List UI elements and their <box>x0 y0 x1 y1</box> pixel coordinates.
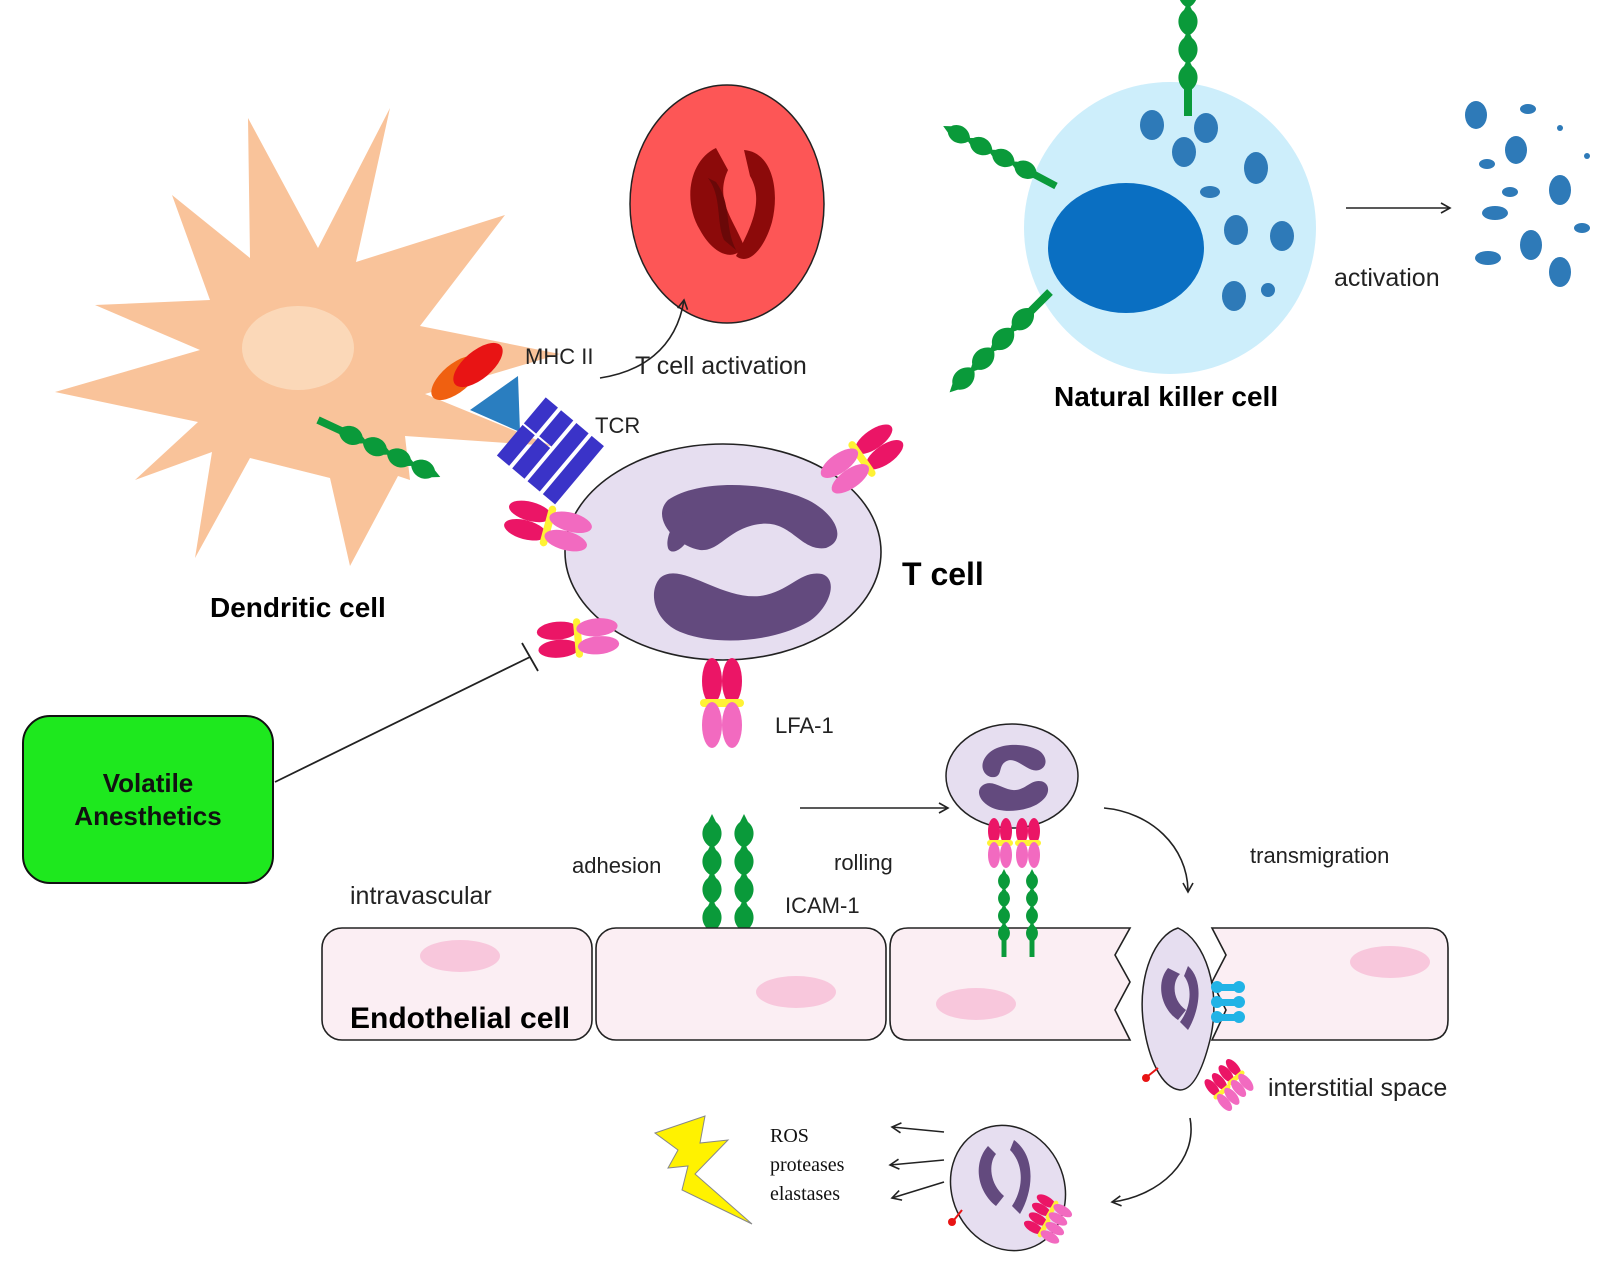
t-cell <box>564 443 882 661</box>
transmigration-label: transmigration <box>1250 843 1390 868</box>
endothelium <box>321 927 1449 1041</box>
intravascular-label: intravascular <box>350 882 492 910</box>
proteases-label: proteases <box>770 1154 845 1176</box>
ros-label: ROS <box>770 1125 809 1147</box>
elastases-label: elastases <box>770 1183 840 1205</box>
inhibited-integrin <box>535 614 621 662</box>
t-cell-activation-arrow <box>599 298 689 379</box>
natural-killer-cell-label: Natural killer cell <box>1054 381 1279 412</box>
interstitial-arrow <box>1110 1117 1192 1207</box>
rolling-cell <box>945 723 1079 957</box>
adhesion-label: adhesion <box>572 853 662 878</box>
lfa1-icam1-stack <box>700 658 754 956</box>
interstitial-space-label: interstitial space <box>1268 1074 1448 1102</box>
dendritic-cell-label: Dendritic cell <box>210 592 386 623</box>
lfa1-label: LFA-1 <box>775 713 834 738</box>
t-cell-label: T cell <box>902 556 984 592</box>
rolling-label: rolling <box>834 850 893 875</box>
tissue-damage-lightning-icon <box>653 1115 753 1225</box>
inhibition-line <box>274 642 539 783</box>
activated-t-cell <box>629 84 825 324</box>
t-cell-activation-label: T cell activation <box>635 352 807 380</box>
transmigrating-cell <box>1141 927 1257 1115</box>
transmigration-arrow <box>1103 807 1194 894</box>
volatile-anesthetics-box: Volatile Anesthetics <box>22 715 274 884</box>
ros-arrows <box>888 1122 945 1201</box>
nk-activation-label: activation <box>1334 264 1440 292</box>
mhc-tcr-complex <box>431 342 604 505</box>
anesthetics-line-2: Anesthetics <box>74 800 222 831</box>
icam1-label: ICAM-1 <box>785 893 860 918</box>
dendritic-cell <box>55 108 560 566</box>
released-granules <box>1465 101 1590 287</box>
nk-receptor-chain <box>814 285 1057 501</box>
tcr-label: TCR <box>595 413 641 438</box>
natural-killer-cell <box>939 0 1316 374</box>
endothelial-cell-label: Endothelial cell <box>350 1002 571 1035</box>
anesthetics-line-1: Volatile <box>102 767 194 798</box>
mhc-ii-label: MHC II <box>525 344 594 369</box>
tissue-effector-cell <box>948 1124 1075 1252</box>
